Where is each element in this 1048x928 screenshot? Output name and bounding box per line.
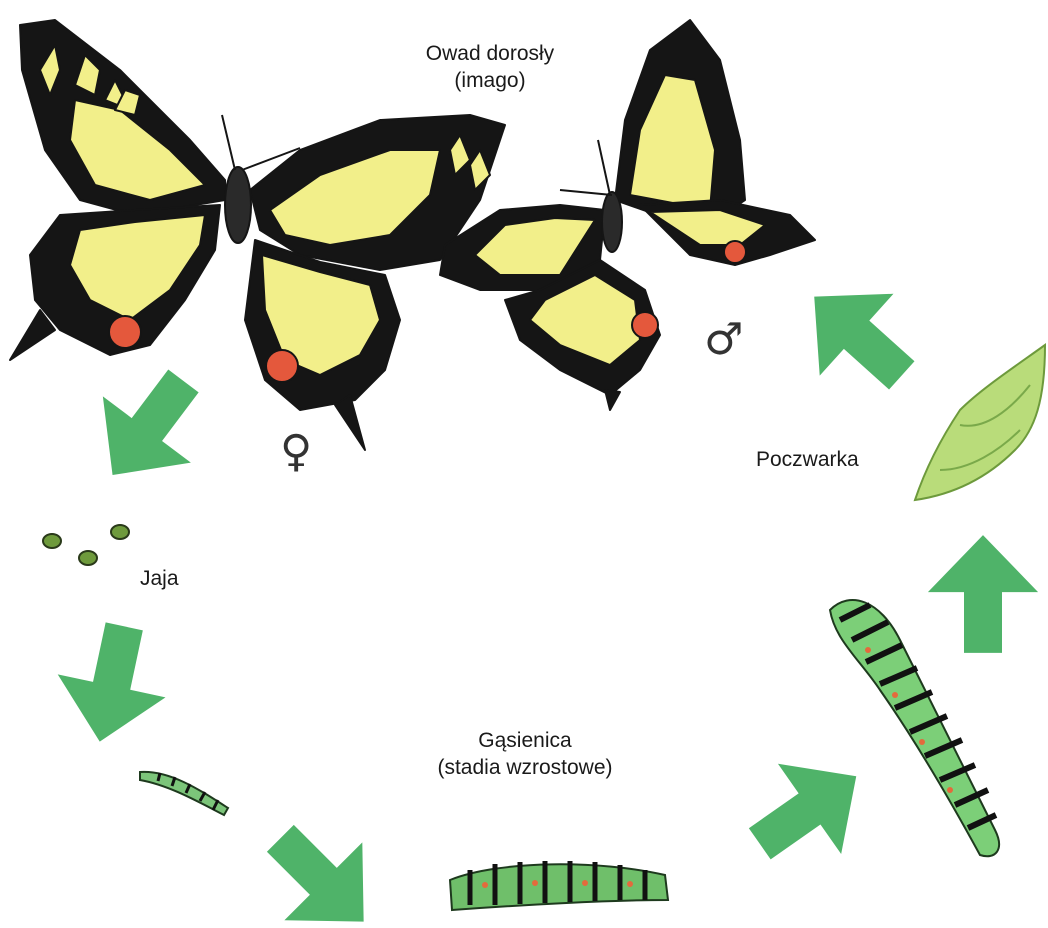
pupa-label-text: Poczwarka	[756, 446, 859, 473]
eggs-label: Jaja	[140, 565, 179, 592]
female-symbol-icon: ♀	[280, 430, 312, 474]
arrow-icon	[728, 731, 888, 889]
pupa-label: Poczwarka	[756, 446, 859, 473]
medium-caterpillar	[450, 861, 668, 910]
pupa	[915, 345, 1045, 500]
arrow-icon	[241, 799, 402, 923]
small-caterpillar	[140, 772, 228, 815]
arrow-icon	[69, 348, 228, 508]
caterpillar-label: Gąsienica (stadia wzrostowe)	[415, 727, 635, 781]
arrow-icon	[928, 535, 1038, 653]
arrow-icon	[777, 256, 938, 417]
arrow-icon	[46, 615, 178, 753]
caterpillar-label-line1: Gąsienica	[415, 727, 635, 754]
eggs-label-text: Jaja	[140, 565, 179, 592]
adult-label-line1: Owad dorosły	[405, 40, 575, 67]
male-symbol-icon: ♂	[704, 318, 743, 362]
caterpillar-label-line2: (stadia wzrostowe)	[415, 754, 635, 781]
adult-label-line2: (imago)	[405, 67, 575, 94]
adult-label: Owad dorosły (imago)	[405, 40, 575, 94]
eggs	[43, 525, 129, 565]
